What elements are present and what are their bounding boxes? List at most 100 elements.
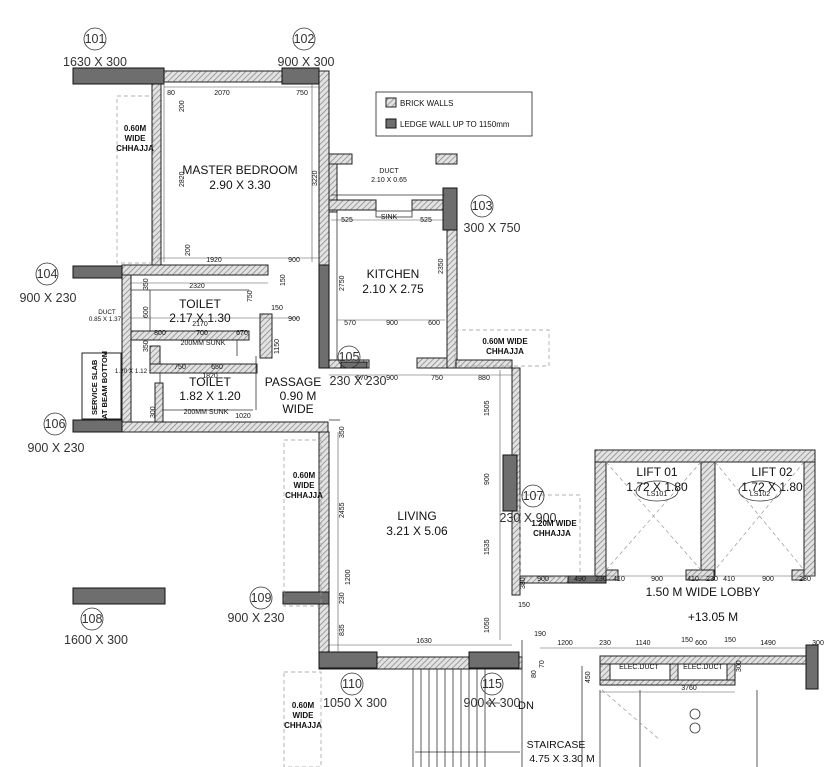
window-108-size: 1600 X 300 (64, 633, 128, 647)
dim: 750 (247, 290, 254, 302)
dim: 1150 (274, 339, 281, 354)
dim: 525 (341, 217, 353, 224)
chhajja-4-line-2: CHHAJJA (533, 529, 571, 538)
toilet-2-size: 1.82 X 1.20 (179, 389, 241, 403)
dim: 2070 (214, 90, 230, 97)
brick-wall-swatch (385, 97, 397, 108)
window-115-id: 115 (482, 677, 502, 691)
chhajja-1-line-2: WIDE (125, 134, 147, 143)
dim: 450 (585, 671, 592, 683)
toilet-1-size: 2.17 X 1.30 (169, 311, 231, 325)
service-slab-size: 1.20 X 1.12 (115, 368, 148, 375)
dim: 900 (651, 576, 663, 583)
dim: 525 (420, 217, 432, 224)
dim: 150 (280, 274, 287, 286)
window-103-id: 103 (472, 199, 493, 213)
chhajja-3-line-1: 0.60M (293, 471, 316, 480)
dim: 350 (339, 426, 346, 438)
window-107-id: 107 (523, 489, 544, 503)
kitchen-size: 2.10 X 2.75 (362, 282, 424, 296)
elec-duct-1: ELEC.DUCT (619, 664, 659, 671)
dim: 700 (196, 330, 208, 337)
dim: 70 (539, 660, 546, 668)
staircase-name: STAIRCASE (527, 739, 586, 751)
dim: 1630 (416, 638, 432, 645)
dim: 150 (681, 637, 693, 644)
dim: 410 (723, 576, 735, 583)
dim: 900 (386, 320, 398, 327)
chhajja-5-line-1: 0.60M (292, 701, 315, 710)
dim: 190 (534, 631, 546, 638)
dim: 3220 (312, 170, 319, 186)
dim: 230 (799, 576, 811, 583)
elec-duct-2: ELEC.DUCT (683, 664, 723, 671)
toilet-duct-name: DUCT (98, 309, 116, 316)
window-openings (72, 67, 819, 690)
passage-line-3: WIDE (282, 402, 313, 416)
dim: 230 (339, 592, 346, 604)
dim: 600 (428, 320, 440, 327)
window-108-id: 108 (82, 612, 103, 626)
sink-label: SINK (381, 214, 398, 221)
window-102-size: 900 X 300 (278, 55, 335, 69)
chhajja-2-line-1: 0.60M WIDE (482, 337, 528, 346)
window-106-id: 106 (45, 417, 66, 431)
dim: 200 (179, 100, 186, 112)
dim: 230 (599, 640, 611, 647)
dim: 230 (706, 576, 718, 583)
dim: 880 (478, 375, 490, 382)
dim: 1020 (235, 413, 251, 420)
window-106-size: 900 X 230 (28, 441, 85, 455)
window-tags: 101 1630 X 300 102 900 X 300 103 300 X 7… (20, 27, 557, 710)
dim: 1505 (484, 400, 491, 416)
dim: 600 (143, 306, 150, 318)
dim: 3760 (681, 685, 697, 692)
toilet-duct-size: 0.85 X 1.37 (89, 316, 122, 323)
dim: 600 (695, 640, 707, 647)
chhajja-3-line-3: CHHAJJA (285, 491, 323, 500)
dim: 1140 (635, 640, 650, 647)
window-101-size: 1630 X 300 (63, 55, 127, 69)
lift-2-name: LIFT 02 (751, 465, 792, 479)
dim: 670 (236, 330, 248, 337)
chhajja-4-line-1: 1.20M WIDE (531, 519, 577, 528)
dim: 80 (531, 670, 538, 678)
dim: 900 (484, 473, 491, 485)
lobby-level: +13.05 M (688, 610, 738, 624)
kitchen-name: KITCHEN (367, 267, 420, 281)
chhajja-outlines (116, 95, 581, 767)
lift-2-tag: LS102 (750, 491, 770, 498)
lift-1-name: LIFT 01 (636, 465, 677, 479)
window-101-id: 101 (85, 32, 106, 46)
window-104-id: 104 (37, 267, 58, 281)
dim: 2750 (339, 275, 346, 291)
lift-2-size: 1.72 X 1.80 (741, 480, 803, 494)
dim: 350 (143, 278, 150, 290)
chhajja-1-line-1: 0.60M (124, 124, 147, 133)
dim: 750 (296, 90, 308, 97)
dim: 150 (271, 305, 283, 312)
legend-ledge-wall: LEDGE WALL UP TO 1150mm (400, 120, 510, 129)
dim: 80 (167, 90, 175, 97)
window-110-size: 1050 X 300 (323, 696, 387, 710)
dim: 1820 (202, 373, 218, 380)
window-104-size: 900 X 230 (20, 291, 77, 305)
dim: 150 (724, 637, 736, 644)
window-102-id: 102 (294, 32, 315, 46)
dim: 2170 (192, 321, 208, 328)
dim: 2320 (189, 283, 205, 290)
dim: 350 (143, 340, 150, 352)
dim: 2455 (339, 502, 346, 518)
dim: 900 (386, 375, 398, 382)
lift-1-size: 1.72 X 1.80 (626, 480, 688, 494)
dimension-lines (131, 82, 815, 693)
living-size: 3.21 X 5.06 (386, 524, 448, 538)
dim: 900 (762, 576, 774, 583)
dim: 150 (518, 602, 530, 609)
chhajja-5-line-2: WIDE (293, 711, 315, 720)
window-110-id: 110 (342, 677, 362, 691)
dim: 230 (595, 576, 607, 583)
window-107-size: 230 X 900 (500, 511, 557, 525)
duct-size: 2.10 X 0.65 (371, 177, 407, 184)
dim: 300 (812, 640, 824, 647)
